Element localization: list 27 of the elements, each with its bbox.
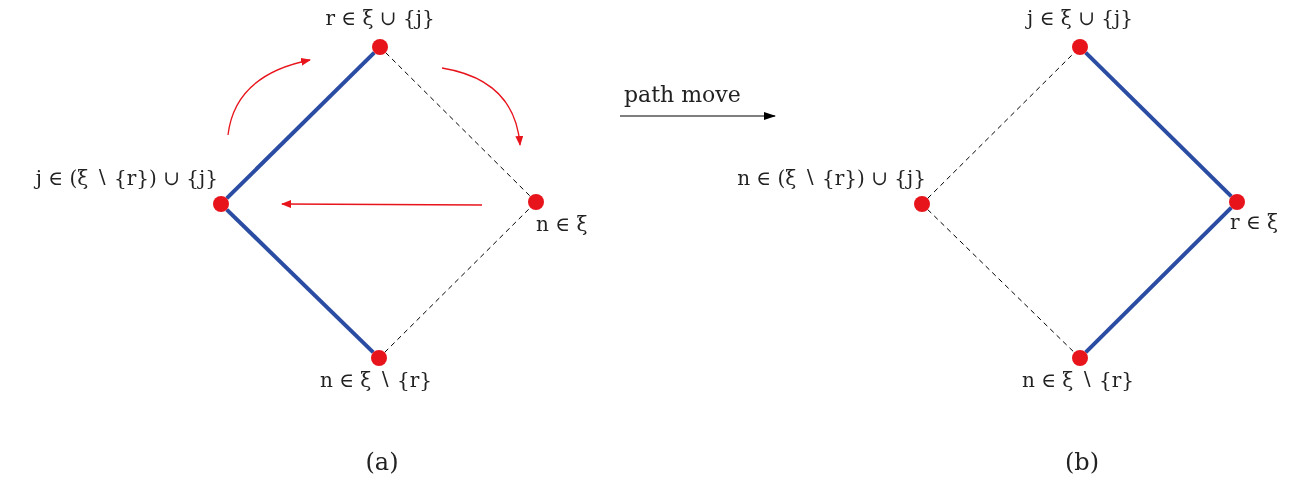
node-label: j ∈ ξ ∪ {j} [1027,6,1133,30]
panel-caption: (a) [365,448,399,476]
dashed-line [927,52,1075,199]
node-dot [371,350,387,366]
path-edge [225,51,376,200]
node-label: r ∈ ξ ∪ {j} [325,6,435,30]
dashed-line [384,207,531,353]
node-dot [914,196,930,212]
node-label: n ∈ ξ ∖ {r} [1021,368,1135,392]
node-dot [213,196,229,212]
node-dot [1072,39,1088,55]
node-label: n ∈ ξ ∖ {r} [319,368,433,392]
node-label: n ∈ (ξ ∖ {r}) ∪ {j} [737,166,926,190]
path-edge [1084,206,1233,354]
path-edge [1084,51,1233,198]
panel-caption: (b) [1064,448,1100,476]
node-label: r ∈ ξ [1230,210,1279,234]
path-edge [225,208,375,354]
node-dot [372,39,388,55]
node-dot [1072,350,1088,366]
dashed-line [927,209,1075,353]
arrow-label: path move [624,82,741,107]
node-label: j ∈ (ξ ∖ {r}) ∪ {j} [35,166,218,190]
node-label: n ∈ ξ [536,212,588,236]
dashed-line [385,52,531,197]
node-dot [1229,194,1245,210]
node-dot [528,194,544,210]
